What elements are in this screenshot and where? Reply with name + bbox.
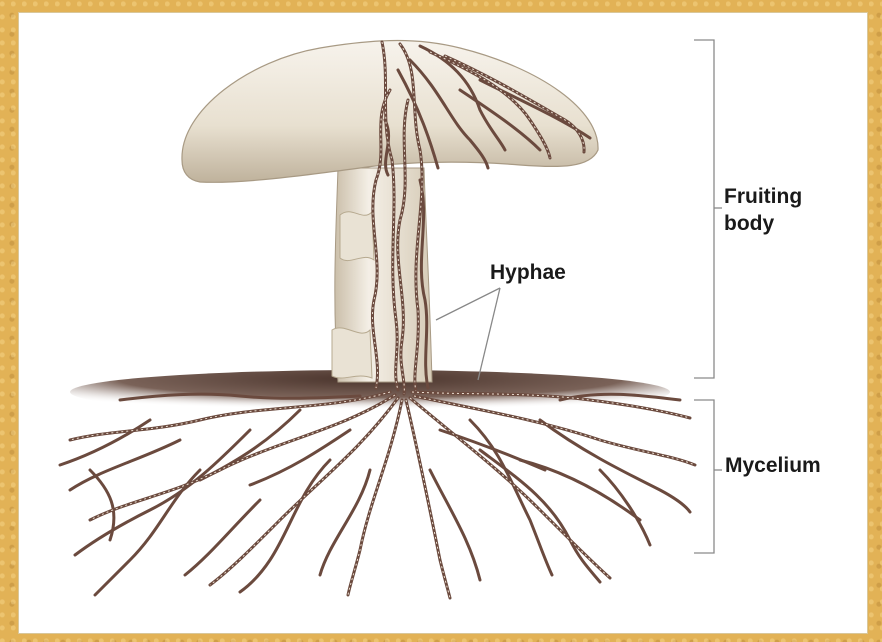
mushroom-cap [182,41,598,183]
hyphae-pointer-lines [436,288,500,380]
label-fruiting-line2: body [724,210,834,237]
label-fruiting-body: Fruiting body [724,183,834,237]
label-hyphae: Hyphae [490,259,566,286]
stem-volva [332,328,372,378]
mycelium-bracket [694,400,722,553]
label-mycelium: Mycelium [725,452,821,479]
label-fruiting-line1: Fruiting [724,183,834,210]
stem-ring [340,212,374,261]
fruiting-body-bracket [694,40,722,378]
mycelium-hyphae [60,392,695,598]
